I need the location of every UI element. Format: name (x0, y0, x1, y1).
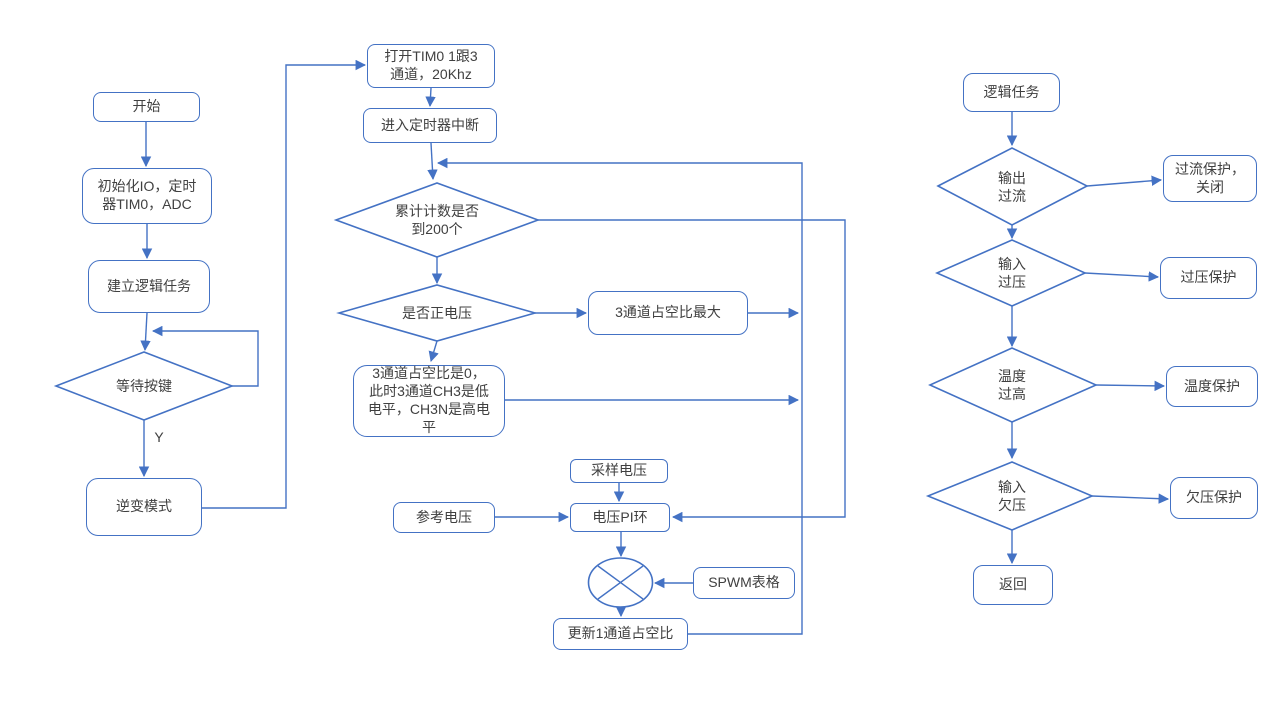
output-overcurrent-diamond (936, 147, 1089, 226)
arrow-uv-to-uvprotect (1091, 493, 1170, 504)
node-voltage-pi-loop: 电压PI环 (570, 503, 670, 532)
node-ch3-duty-zero: 3通道占空比是0， 此时3通道CH3是低 电平，CH3N是高电 平 (353, 365, 505, 437)
arrow-posvoltage-to-ch3zero (428, 340, 439, 363)
node-temp-protect: 温度保护 (1166, 366, 1258, 407)
node-spwm-table: SPWM表格 (693, 567, 795, 599)
count-200-diamond (333, 182, 541, 258)
node-overvoltage-protect: 过压保护 (1160, 257, 1257, 299)
node-ref-voltage: 参考电压 (393, 502, 495, 533)
node-open-tim0: 打开TIM0 1跟3 通道，20Khz (367, 44, 495, 88)
wait-key-diamond (53, 351, 235, 421)
arrow-temp-to-tempprotect (1095, 380, 1166, 392)
input-undervoltage-diamond (925, 461, 1095, 531)
node-timer-interrupt: 进入定时器中断 (363, 108, 497, 143)
arrow-count-to-piloop (538, 219, 846, 523)
node-start: 开始 (93, 92, 200, 122)
node-logic-task: 逻辑任务 (963, 73, 1060, 112)
node-create-logic-task: 建立逻辑任务 (88, 260, 210, 313)
arrow-interrupt-to-count (427, 142, 438, 181)
node-undervoltage-protect: 欠压保护 (1170, 477, 1258, 519)
arrow-oc-to-ocprotect (1086, 175, 1163, 187)
arrow-opentim0-to-interrupt (425, 87, 436, 108)
arrow-ov-to-ovprotect (1084, 271, 1160, 282)
multiplier-junction-icon (587, 557, 654, 608)
arrow-waitkey-loop (151, 325, 259, 387)
decision-diamond-shapes (53, 147, 1098, 531)
node-update-ch1-duty: 更新1通道占空比 (553, 618, 688, 650)
node-sample-voltage: 采样电压 (570, 459, 668, 483)
arrow-createtask-to-waitkey (140, 312, 151, 352)
node-init-io: 初始化IO，定时 器TIM0，ADC (82, 168, 212, 224)
connector-lines (138, 59, 1170, 635)
node-inverter-mode: 逆变模式 (86, 478, 202, 536)
node-ch3-duty-max: 3通道占空比最大 (588, 291, 748, 335)
node-overcurrent-protect: 过流保护， 关闭 (1163, 155, 1257, 202)
arrow-inverter-to-opentim0 (202, 59, 367, 509)
node-return: 返回 (973, 565, 1053, 605)
positive-voltage-diamond (336, 284, 538, 342)
arrow-update-feedback-loop (436, 157, 803, 635)
input-overvoltage-diamond (935, 239, 1087, 307)
temp-too-high-diamond (928, 347, 1098, 423)
